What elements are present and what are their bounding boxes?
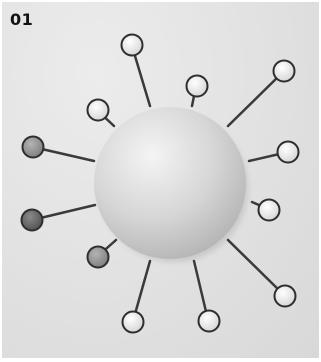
spiked-sphere-illustration: [2, 2, 319, 358]
knob: [88, 247, 109, 268]
knob: [123, 312, 144, 333]
knob: [275, 286, 296, 307]
knob: [199, 311, 220, 332]
knob: [187, 76, 208, 97]
knob: [278, 142, 299, 163]
knob: [22, 210, 43, 231]
central-sphere: [94, 107, 246, 259]
stem: [228, 240, 285, 296]
knob: [88, 100, 109, 121]
knob: [274, 61, 295, 82]
stem: [228, 71, 284, 126]
illustration-panel: 01: [2, 2, 319, 358]
knob: [122, 35, 143, 56]
knob: [259, 200, 280, 221]
knob: [23, 137, 44, 158]
